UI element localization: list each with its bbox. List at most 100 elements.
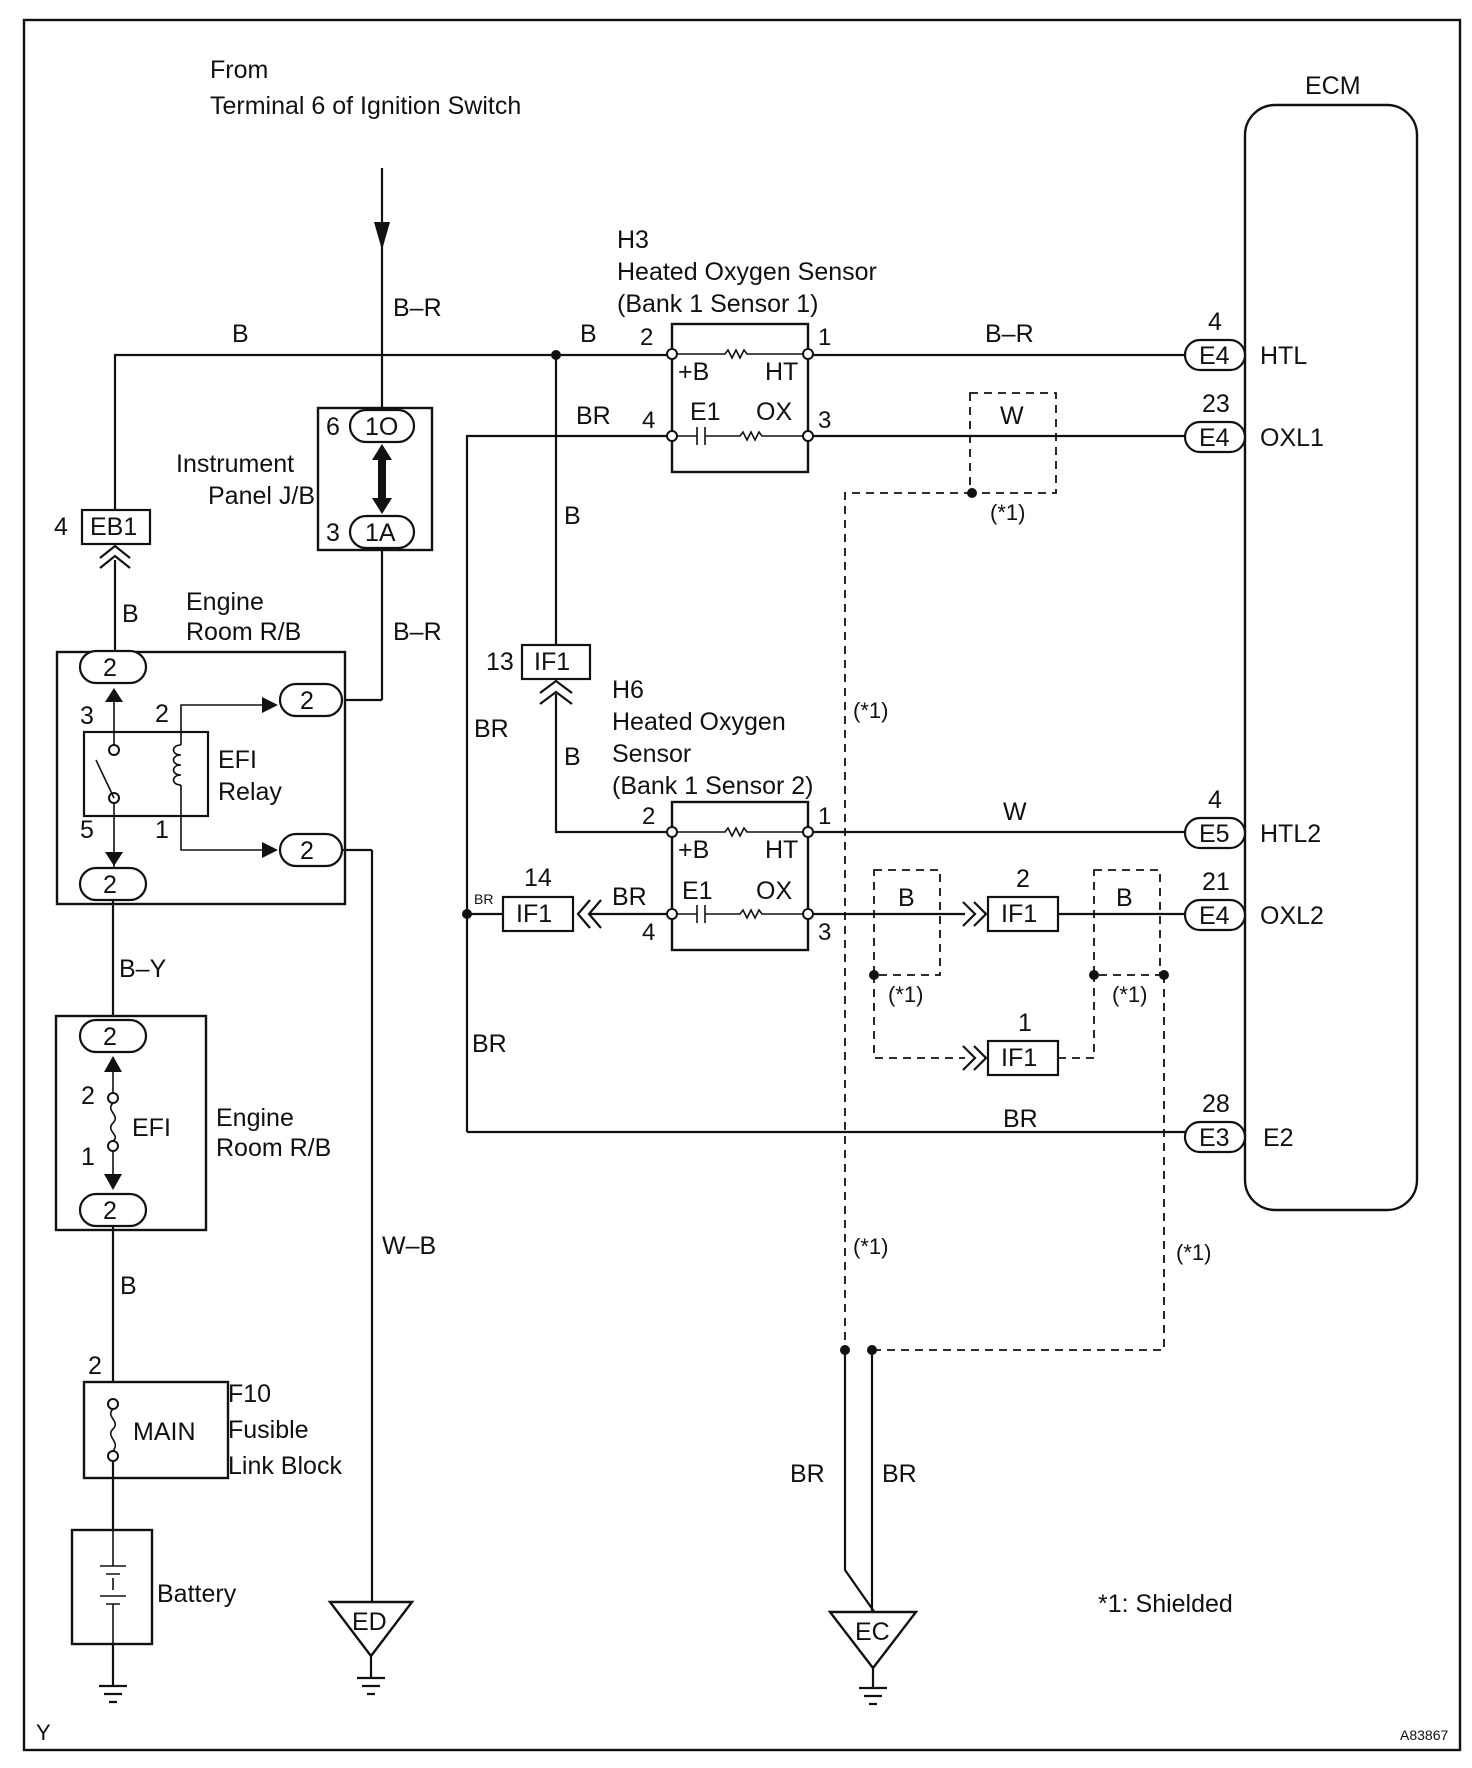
wire-label-w-oxl1: W — [1000, 402, 1024, 430]
shield-mark-oxl2-b: (*1) — [1112, 982, 1147, 1007]
sensor1-pin-ht: HT — [765, 358, 798, 386]
errb2-label2: Room R/B — [216, 1134, 331, 1162]
svg-text:3: 3 — [80, 702, 94, 730]
wire-br-ground-left — [843, 1350, 881, 1621]
ipjb-top-conn: 1O — [365, 413, 398, 441]
wire-label-b-oxl2-a: B — [898, 884, 915, 912]
svg-text:2: 2 — [300, 687, 314, 715]
eb1-connector — [80, 508, 152, 546]
sensor2-pin3: 3 — [818, 919, 831, 946]
sensor1-pin-e1: E1 — [690, 398, 721, 426]
shield-mark-mid: (*1) — [853, 698, 888, 723]
source-label-line2: Terminal 6 of Ignition Switch — [210, 92, 521, 120]
wire-label-b-oxl2-b: B — [1116, 884, 1133, 912]
if1-2-name: IF1 — [1001, 900, 1037, 928]
eb1-chevron-icon — [99, 544, 131, 569]
svg-text:E4: E4 — [1199, 902, 1230, 930]
if1-connector-13 — [520, 643, 592, 681]
if1-13-chevron-icon — [539, 679, 573, 705]
svg-text:23: 23 — [1202, 390, 1230, 418]
sensor1-bank: (Bank 1 Sensor 1) — [617, 290, 819, 318]
if1-1-pin: 1 — [1018, 1009, 1032, 1037]
sensor2-pin-b: +B — [678, 836, 709, 864]
svg-text:E2: E2 — [1263, 1124, 1294, 1152]
if1-connector-14 — [501, 895, 575, 933]
errb2-label1: Engine — [216, 1104, 294, 1132]
shield-box-oxl2-b — [1093, 869, 1161, 976]
svg-text:2: 2 — [103, 1197, 117, 1225]
ecm-terminal-oxl2: E4 21 OXL2 — [1183, 868, 1324, 932]
eb1-name: EB1 — [90, 513, 137, 541]
sensor2-bank: (Bank 1 Sensor 2) — [612, 772, 814, 800]
shield-mark-oxl1: (*1) — [990, 500, 1025, 525]
fusible-id: F10 — [228, 1380, 271, 1408]
fusible-link-block — [82, 1380, 230, 1480]
wire-label-w-b: W–B — [382, 1232, 436, 1260]
efi-relay-coil-icon — [172, 744, 182, 786]
svg-text:E5: E5 — [1199, 820, 1230, 848]
if1-connector-1 — [986, 1039, 1060, 1077]
wire-label-br-small: BR — [474, 891, 493, 907]
sensor2-cell-icon — [677, 905, 803, 923]
wire-br-sensor1 — [465, 434, 667, 1132]
ecm-terminal-oxl1: E4 23 OXL1 — [1183, 390, 1324, 454]
source-label-line1: From — [210, 56, 268, 84]
sensor1-pin-ox: OX — [756, 398, 792, 426]
battery-icon — [100, 1530, 126, 1644]
svg-text:28: 28 — [1202, 1090, 1230, 1118]
fusible-label2: Link Block — [228, 1452, 342, 1480]
wire-label-b-y: B–Y — [119, 955, 167, 983]
svg-text:21: 21 — [1202, 868, 1230, 896]
sensor2-name1: Heated Oxygen — [612, 708, 786, 736]
wire-label-b-vertical: B — [564, 502, 581, 530]
wire-label-br-sensor2: BR — [612, 883, 647, 911]
sensor1-pin4: 4 — [642, 407, 655, 434]
ground-ed-icon — [327, 1600, 415, 1658]
diagram-frame — [22, 18, 1462, 1752]
sensor2-heater-icon — [677, 826, 803, 838]
svg-text:4: 4 — [1208, 308, 1222, 336]
junction-br-left — [462, 909, 472, 919]
wire-label-br-ground-right: BR — [882, 1460, 917, 1488]
ecm-title: ECM — [1305, 72, 1361, 100]
ecm-terminal-e2: E3 28 E2 — [1183, 1090, 1294, 1154]
ground-ec-label: EC — [855, 1618, 890, 1646]
wire-label-br-e2: BR — [1003, 1105, 1038, 1133]
ipjb-label2: Panel J/B — [208, 482, 315, 510]
wire-label-b-top-right: B — [580, 320, 597, 348]
errb1-label2: Room R/B — [186, 618, 301, 646]
sensor1-id: H3 — [617, 226, 649, 254]
sensor2-pin4: 4 — [642, 919, 655, 946]
if1-2-chevron-icon — [962, 901, 988, 927]
corner-left-code: Y — [36, 1720, 51, 1745]
sensor2-name2: Sensor — [612, 740, 691, 768]
shield-box-oxl2-a — [873, 869, 941, 976]
svg-text:2: 2 — [300, 837, 314, 865]
wire-label-br-sensor1: BR — [576, 402, 611, 430]
sensor1-pin3: 3 — [818, 407, 831, 434]
sensor1-pin2: 2 — [640, 324, 653, 351]
efi-relay-switch-icon — [95, 759, 115, 799]
ground-ed-label: ED — [352, 1608, 387, 1636]
wire-label-br-r-mid: B–R — [393, 618, 442, 646]
sensor1-pin1: 1 — [818, 324, 831, 351]
wire-label-br-r-top: B–R — [393, 294, 442, 322]
ignition-arrow-icon — [374, 222, 390, 250]
svg-text:2: 2 — [103, 654, 117, 682]
wire-label-b-top-left: B — [232, 320, 249, 348]
efi-fuse-label: EFI — [132, 1114, 171, 1142]
fusible-pin: 2 — [88, 1352, 102, 1380]
svg-text:2: 2 — [103, 1023, 117, 1051]
sensor2-pin-e1: E1 — [682, 877, 713, 905]
shield-box-oxl1 — [969, 392, 1057, 494]
sensor2-id: H6 — [612, 676, 644, 704]
errb1-label1: Engine — [186, 588, 264, 616]
svg-text:4: 4 — [1208, 786, 1222, 814]
svg-text:1: 1 — [155, 816, 169, 844]
ipjb-label1: Instrument — [176, 450, 294, 478]
eb1-pin: 4 — [54, 513, 68, 541]
corner-right-code: A83867 — [1400, 1727, 1448, 1743]
if1-1-name: IF1 — [1001, 1044, 1037, 1072]
svg-text:OXL1: OXL1 — [1260, 424, 1324, 452]
